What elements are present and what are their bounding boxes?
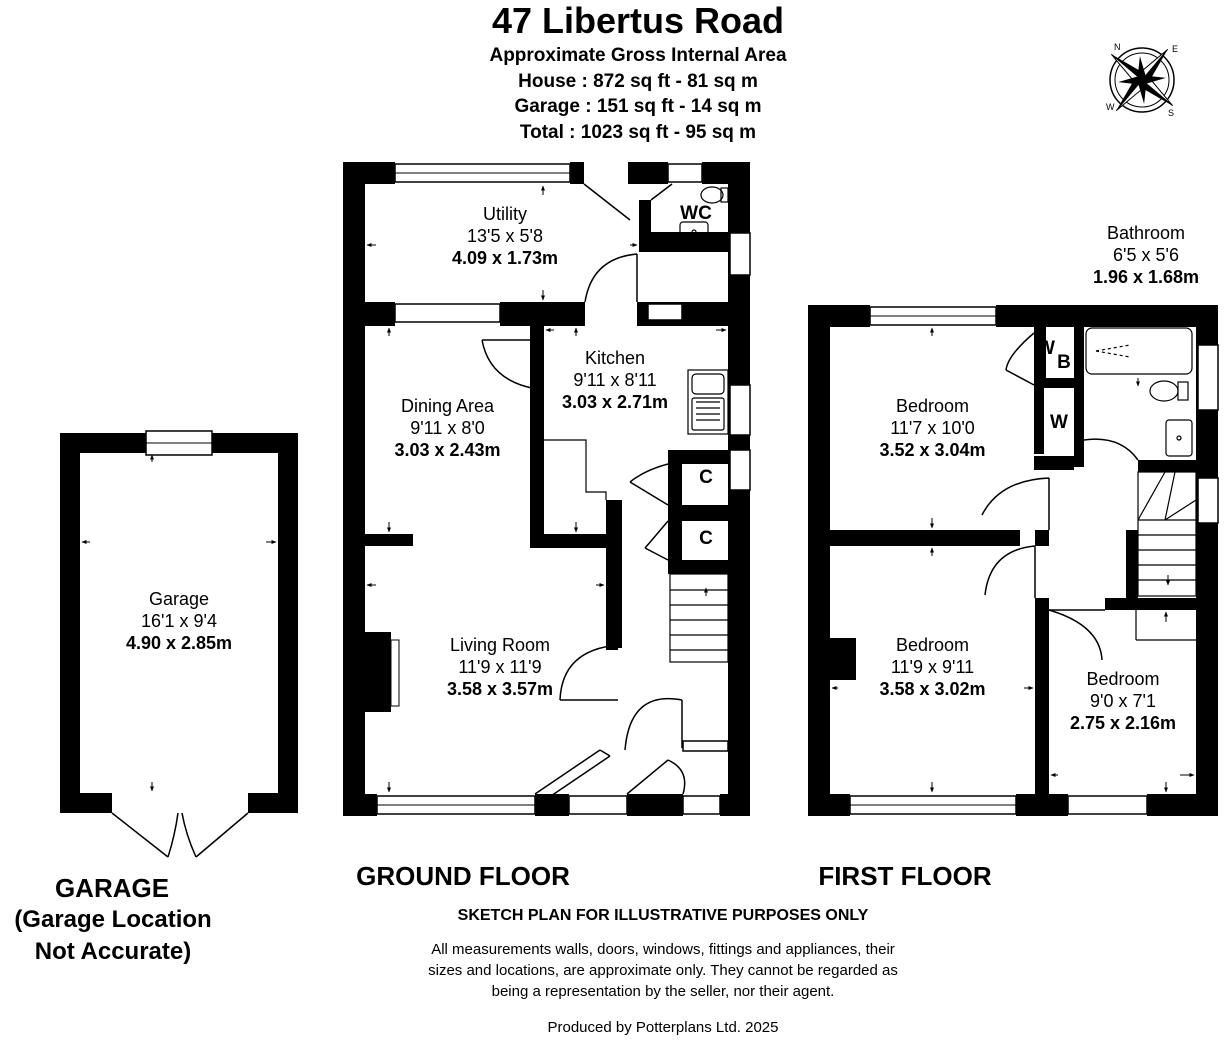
room-imperial: 9'11 x 8'11 <box>573 370 657 390</box>
area-subtitle: Approximate Gross Internal Area <box>489 45 787 66</box>
room-metric: 4.90 x 2.85m <box>125 633 233 653</box>
garage-area: Garage : 151 sq ft - 14 sq m <box>514 96 762 117</box>
room-metric: 1.96 x 1.68m <box>1092 267 1200 287</box>
room-bedroom-3: Bedroom 9'0 x 7'1 2.75 x 2.16m <box>1050 668 1196 734</box>
ground-floor-label: GROUND FLOOR <box>356 861 570 891</box>
room-bathroom: Bathroom 6'5 x 5'6 1.96 x 1.68m <box>1066 222 1226 288</box>
first-stairs <box>1135 471 1197 641</box>
room-name: Kitchen <box>584 348 646 368</box>
room-cupboard-1: C <box>699 467 713 488</box>
room-name: Living Room <box>449 635 551 655</box>
garage-location-note-1: (Garage Location <box>14 906 212 933</box>
room-garage: Garage 16'1 x 9'4 4.90 x 2.85m <box>80 588 278 654</box>
room-metric: 3.03 x 2.71m <box>561 392 669 412</box>
disclaimer-line-3: being a representation by the seller, no… <box>491 983 835 1000</box>
compass-e: E <box>1172 44 1178 54</box>
room-living: Living Room 11'9 x 11'9 3.58 x 3.57m <box>395 634 605 700</box>
compass-n: N <box>1114 42 1121 52</box>
room-metric: 3.58 x 3.02m <box>879 679 986 699</box>
garage-floor-label: GARAGE <box>54 873 170 903</box>
house-area: House : 872 sq ft - 81 sq m <box>518 71 758 92</box>
room-wardrobe-2: W <box>1050 412 1068 433</box>
room-cupboard-2: C <box>699 528 713 549</box>
producer-credit: Produced by Potterplans Ltd. 2025 <box>547 1019 779 1036</box>
compass-rose-icon: N E S W <box>1106 42 1178 118</box>
room-metric: 4.09 x 1.73m <box>451 248 559 268</box>
room-imperial: 6'5 x 5'6 <box>1113 245 1179 265</box>
room-name: Bedroom <box>895 635 970 655</box>
compass-w: W <box>1106 102 1115 112</box>
room-imperial: 9'0 x 7'1 <box>1090 691 1156 711</box>
kitchen-sink <box>544 369 729 500</box>
total-area: Total : 1023 sq ft - 95 sq m <box>519 122 757 143</box>
room-metric: 3.58 x 3.57m <box>446 679 554 699</box>
room-name: Utility <box>483 204 527 224</box>
room-wardrobe-1: W <box>1037 338 1055 359</box>
room-boiler: B <box>1057 352 1071 373</box>
room-name: Bedroom <box>1086 669 1160 689</box>
room-name: Dining Area <box>400 396 495 416</box>
room-name: Bathroom <box>1106 223 1186 243</box>
ground-floor-plan <box>343 162 751 816</box>
room-bedroom-2: Bedroom 11'9 x 9'11 3.58 x 3.02m <box>845 634 1020 700</box>
room-name: Garage <box>148 589 210 609</box>
first-floor-plan <box>808 305 1219 816</box>
garage-double-doors <box>111 812 249 858</box>
room-imperial: 9'11 x 8'0 <box>410 418 485 438</box>
room-metric: 3.52 x 3.04m <box>879 440 986 460</box>
room-imperial: 11'7 x 10'0 <box>890 418 975 438</box>
ground-doors <box>481 183 686 801</box>
room-metric: 2.75 x 2.16m <box>1069 713 1177 733</box>
room-kitchen: Kitchen 9'11 x 8'11 3.03 x 2.71m <box>540 347 690 413</box>
room-utility: Utility 13'5 x 5'8 4.09 x 1.73m <box>395 203 615 269</box>
room-dining: Dining Area 9'11 x 8'0 3.03 x 2.43m <box>365 395 530 461</box>
disclaimer-line-2: sizes and locations, are approximate onl… <box>428 962 898 979</box>
disclaimer-line-1: All measurements walls, doors, windows, … <box>431 941 895 958</box>
room-name: Bedroom <box>895 396 970 416</box>
sketch-notice: SKETCH PLAN FOR ILLUSTRATIVE PURPOSES ON… <box>457 907 869 924</box>
ground-stairs <box>669 573 729 663</box>
first-doors <box>981 332 1139 661</box>
bathroom-fixtures <box>1085 327 1193 457</box>
page-title: 47 Libertus Road <box>491 0 785 41</box>
room-imperial: 13'5 x 5'8 <box>467 226 543 246</box>
first-floor-label: FIRST FLOOR <box>818 861 992 891</box>
room-imperial: 16'1 x 9'4 <box>141 611 217 631</box>
wc-fixtures <box>679 186 729 241</box>
room-metric: 3.03 x 2.43m <box>394 440 501 460</box>
room-wc: WC <box>680 203 712 224</box>
garage-location-note-2: Not Accurate) <box>34 938 192 965</box>
room-imperial: 11'9 x 11'9 <box>458 657 542 677</box>
garage-plan <box>60 430 298 858</box>
compass-s: S <box>1168 108 1174 118</box>
room-bedroom-1: Bedroom 11'7 x 10'0 3.52 x 3.04m <box>845 395 1020 461</box>
room-imperial: 11'9 x 9'11 <box>890 657 975 677</box>
